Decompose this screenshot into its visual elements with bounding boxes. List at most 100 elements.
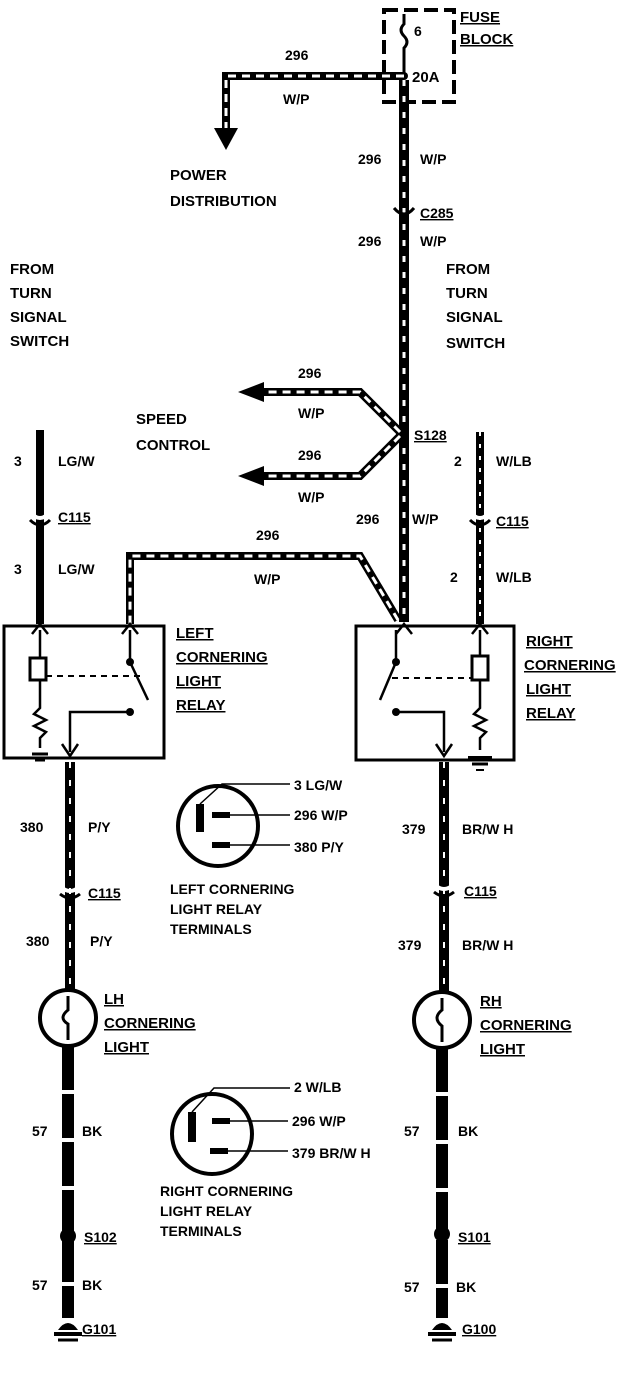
main-color-a: W/P [420,151,446,167]
left-in-circuit: 3 [14,453,22,469]
terminal-pin-icon [212,812,230,818]
resistor-icon [471,680,489,750]
left-terminals-caption-2: LIGHT RELAY [170,901,263,917]
right-connector-top: C115 [496,513,529,529]
left-terminals-caption-1: LEFT CORNERING [170,881,295,897]
speed-color-lower: W/P [298,489,324,505]
right-out-color: BR/W H [462,821,513,837]
left-lamp-label-2: CORNERING [104,1015,196,1032]
splice-s101-dot [434,1226,450,1242]
connector-face-icon [170,1092,254,1176]
left-pin-1: 3 LG/W [294,777,343,793]
speed-control-branch: 296 W/P 296 W/P SPEED CONTROL [136,365,403,505]
power-dist-circuit: 296 [285,47,309,63]
right-in-color-2: W/LB [496,569,532,585]
fuse-block-title-1: FUSE [460,9,500,26]
connector-face-icon [176,784,260,868]
left-ground-color: BK [82,1123,102,1139]
connector-c115-icon [433,890,455,898]
right-lamp-label-3: LIGHT [480,1041,525,1058]
ground-symbol-icon [432,1323,452,1330]
left-ground-circuit-2: 57 [32,1277,48,1293]
main-feed-wire: 296 W/P C285 296 W/P S128 296 W/P [356,80,454,622]
cross-circuit: 296 [256,527,280,543]
right-terminals-caption-3: TERMINALS [160,1223,242,1239]
power-dist-color: W/P [283,91,309,107]
right-pin-2: 296 W/P [292,1113,346,1129]
right-relay-terminals: 2 W/LB 296 W/P 379 BR/W H RIGHT CORNERIN… [160,1079,371,1239]
connector-c285: C285 [420,205,454,221]
left-lamp-label-3: LIGHT [104,1039,149,1056]
right-relay-label-1: RIGHT [526,633,573,650]
left-lamp-label-1: LH [104,991,124,1008]
ground-symbol-icon [58,1323,78,1330]
left-from-3: SIGNAL [10,309,67,326]
arrow-up-icon [395,621,413,635]
right-out-color-2: BR/W H [462,937,513,953]
arrow-up-icon [471,621,489,635]
left-relay-label-3: LIGHT [176,673,221,690]
left-from-1: FROM [10,261,54,278]
switch-contact-icon [128,661,150,701]
right-relay-label-2: CORNERING [524,657,616,674]
main-color-b: W/P [420,233,446,249]
right-turn-input: FROM TURN SIGNAL SWITCH 2 W/LB C115 2 W/… [446,261,532,624]
left-terminals-caption-3: TERMINALS [170,921,252,937]
right-ground-circuit-2: 57 [404,1279,420,1295]
speed-control-label-2: CONTROL [136,437,210,454]
right-terminals-caption-2: LIGHT RELAY [160,1203,253,1219]
right-in-circuit: 2 [454,453,462,469]
switch-contact-icon [378,661,398,701]
right-relay-label-3: LIGHT [526,681,571,698]
left-relay-label-2: CORNERING [176,649,268,666]
arrow-left-icon [238,382,264,402]
right-ground-circuit: 57 [404,1123,420,1139]
fuse-block: 6 20A FUSE BLOCK [382,8,513,104]
speed-circuit-upper: 296 [298,365,322,381]
right-cornering-relay: RIGHT CORNERING LIGHT RELAY [354,621,616,771]
fuse-rating: 20A [412,69,440,86]
left-in-color: LG/W [58,453,95,469]
speed-color-upper: W/P [298,405,324,421]
main-color-c: W/P [412,511,438,527]
arrow-down-icon [434,743,454,759]
right-out-circuit-2: 379 [398,937,422,953]
terminal-pin-icon [196,804,204,832]
connector-c115-icon [468,518,492,527]
left-ground: G101 [82,1321,116,1337]
left-splice: S102 [84,1229,117,1245]
relay-coil-icon [470,654,490,682]
right-from-3: SIGNAL [446,309,503,326]
left-relay-feed: 296 W/P [126,527,402,624]
right-ground-color: BK [458,1123,478,1139]
terminal-pin-icon [188,1112,196,1142]
speed-circuit-lower: 296 [298,447,322,463]
power-distribution-branch: 296 W/P POWER DISTRIBUTION [170,47,404,210]
right-ground: G100 [462,1321,496,1337]
terminal-pin-icon [212,1118,230,1124]
left-ground-circuit: 57 [32,1123,48,1139]
arrow-up-icon [121,621,139,635]
speed-control-label-1: SPEED [136,411,187,428]
power-dist-label-2: DISTRIBUTION [170,193,277,210]
resistor-icon [31,680,49,748]
right-terminals-caption-1: RIGHT CORNERING [160,1183,293,1199]
left-output-circuit: 380 P/Y C115 380 P/Y LH CORNERING LIGHT … [20,762,196,1342]
fuse-number: 6 [414,23,422,39]
main-circuit-c: 296 [356,511,380,527]
fuse-element-icon [399,14,409,76]
relay-coil-icon [28,656,48,682]
cross-color: W/P [254,571,280,587]
arrow-left-icon [238,466,264,486]
connector-c285-icon [392,206,416,216]
power-dist-label-1: POWER [170,167,227,184]
splice-s102-dot [60,1228,76,1244]
splice-s128: S128 [414,427,447,443]
arrow-up-icon [31,621,49,635]
right-in-color: W/LB [496,453,532,469]
left-pin-2: 296 W/P [294,807,348,823]
right-lamp-label-2: CORNERING [480,1017,572,1034]
arrow-down-icon [60,743,80,759]
right-in-circuit-2: 2 [450,569,458,585]
